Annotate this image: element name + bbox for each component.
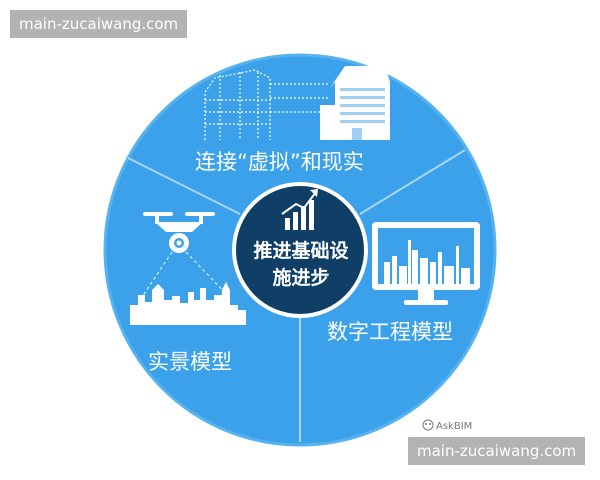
divider-left: [127, 157, 241, 215]
segment-label-left: 实景模型: [148, 350, 232, 374]
growth-chart-icon: [281, 189, 318, 230]
brand-logo-icon: [422, 419, 434, 431]
segment-label-top: 连接“虚拟”和现实: [195, 150, 364, 174]
center-label-line2: 施进步: [272, 267, 330, 289]
center-label: 推进基础设 施进步: [236, 238, 366, 292]
drone-scan-icon: [130, 212, 246, 325]
buildings-icon: [204, 66, 390, 140]
center-label-line1: 推进基础设: [253, 240, 349, 262]
divider-right: [359, 149, 466, 215]
monitor-city-icon: [372, 222, 480, 305]
watermark-bottom: main-zucaiwang.com: [408, 437, 586, 465]
segment-label-right: 数字工程模型: [327, 320, 453, 344]
brand-label: AskBIM: [436, 421, 473, 432]
watermark-top: main-zucaiwang.com: [10, 10, 188, 38]
